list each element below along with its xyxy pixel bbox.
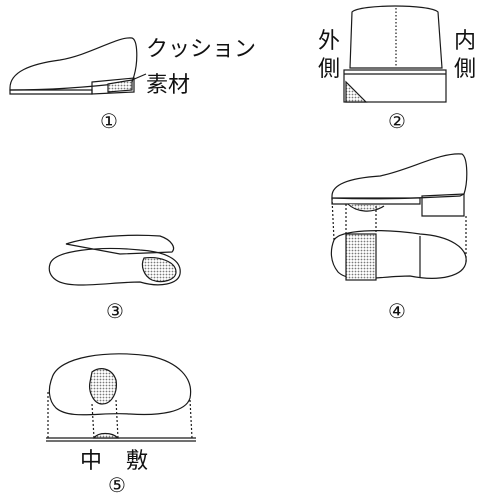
insole-outline xyxy=(48,353,192,416)
panel-4-shoe-and-sole xyxy=(330,153,468,281)
panel-number-5: ⑤ xyxy=(108,473,126,497)
panel-3-shoe-sole-tilted xyxy=(48,234,181,286)
side-upper xyxy=(331,153,468,200)
side-heel xyxy=(421,193,465,217)
shoe-heel xyxy=(91,77,135,95)
sole-outline xyxy=(330,230,467,280)
panel-number-3: ③ xyxy=(106,299,124,323)
rear-heel xyxy=(343,69,447,103)
insole-cushion-patch xyxy=(89,368,117,405)
midsole-label-2: 敷 xyxy=(126,449,148,474)
shoe-upper xyxy=(9,37,138,91)
cushion-label-1: クッション xyxy=(146,37,256,62)
rear-upper xyxy=(349,5,443,69)
panel-number-2: ② xyxy=(388,109,406,133)
shoe-sole xyxy=(9,89,93,95)
panel-5-insole xyxy=(46,353,196,442)
outer-label-2: 側 xyxy=(318,57,340,82)
side-sole xyxy=(331,197,421,205)
cushion-material xyxy=(107,79,133,93)
outer-side-cushion xyxy=(345,80,368,103)
inner-label-1: 内 xyxy=(454,29,476,54)
tilted-upper xyxy=(65,234,175,255)
cushion-leader xyxy=(131,73,147,81)
tilted-sole xyxy=(48,247,181,286)
inner-label-2: 側 xyxy=(454,57,476,82)
panel-1-shoe-side xyxy=(9,37,147,95)
sole-cushion-zone xyxy=(345,233,377,281)
heel-cushion-area xyxy=(141,257,177,283)
arch-cushion xyxy=(347,203,385,212)
panel-number-4: ④ xyxy=(388,299,406,323)
outer-label-1: 外 xyxy=(318,29,340,54)
cushion-label-2: 素材 xyxy=(146,73,190,98)
insole-side-cushion xyxy=(92,432,120,439)
midsole-label-1: 中 xyxy=(80,449,102,474)
panel-number-1: ① xyxy=(100,109,118,133)
panel-2-shoe-rear xyxy=(343,5,447,103)
